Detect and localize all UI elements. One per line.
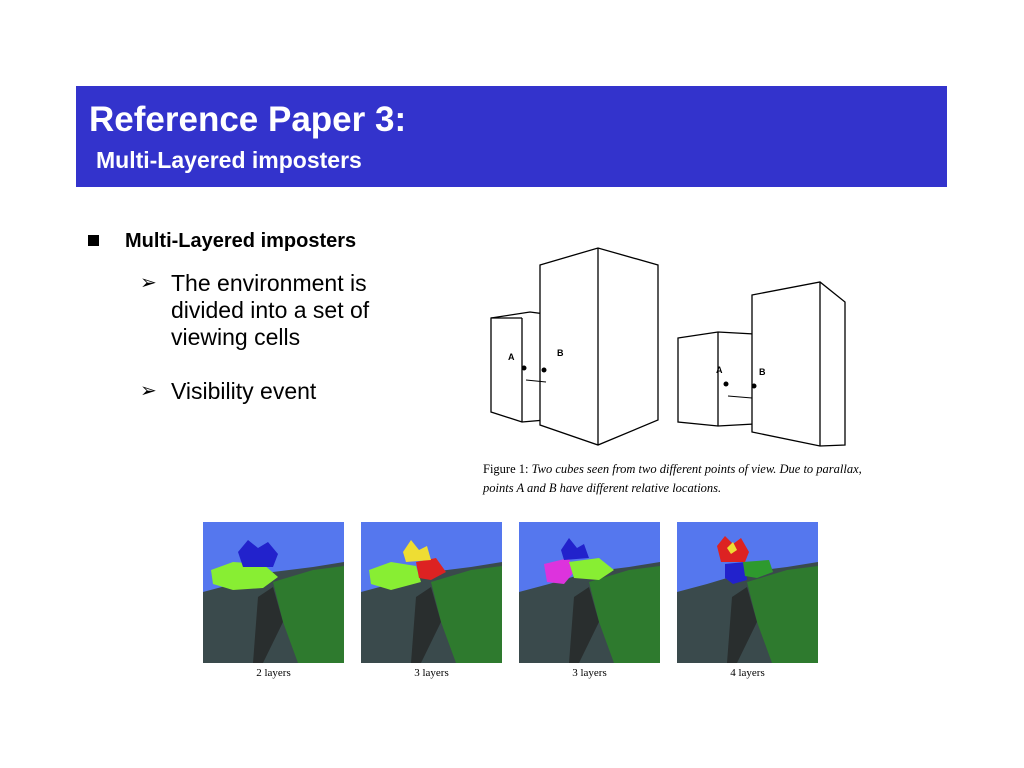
bullet-level1-text: Multi-Layered imposters xyxy=(125,230,357,252)
title-bar: Reference Paper 3: Multi-Layered imposte… xyxy=(76,86,947,187)
point-a-label: A xyxy=(716,365,723,375)
figure-two-cubes: A B A B xyxy=(490,247,846,447)
caption-label: Figure 1: xyxy=(483,462,529,476)
thumbnail-3-layers xyxy=(361,522,502,663)
thumbnail-2-layers xyxy=(203,522,344,663)
arrow-bullet-icon: ➢ xyxy=(140,272,157,294)
thumbnail-3-layers-alt xyxy=(519,522,660,663)
slide-title: Reference Paper 3: xyxy=(89,100,407,139)
cube-pair-left xyxy=(490,247,659,446)
point-a-label: A xyxy=(508,352,515,362)
thumbnail-label: 3 layers xyxy=(414,667,449,679)
thumbnail-4-layers xyxy=(677,522,818,663)
point-b-label: B xyxy=(557,348,564,358)
slide-subtitle: Multi-Layered imposters xyxy=(96,147,362,173)
arrow-bullet-icon: ➢ xyxy=(140,380,157,402)
cube-pair-right xyxy=(677,281,846,447)
figure-points xyxy=(521,365,757,399)
square-bullet-icon xyxy=(88,235,99,246)
thumbnail-label: 3 layers xyxy=(572,667,607,679)
caption-text: Two cubes seen from two different points… xyxy=(483,462,862,495)
figure-caption: Figure 1: Two cubes seen from two differ… xyxy=(483,460,863,498)
bullet-level2-text: The environment is divided into a set of… xyxy=(171,270,370,350)
bullet-level2-text: Visibility event xyxy=(171,378,317,404)
point-b-label: B xyxy=(759,367,766,377)
thumbnail-label: 4 layers xyxy=(730,667,765,679)
thumbnail-label: 2 layers xyxy=(256,667,291,679)
